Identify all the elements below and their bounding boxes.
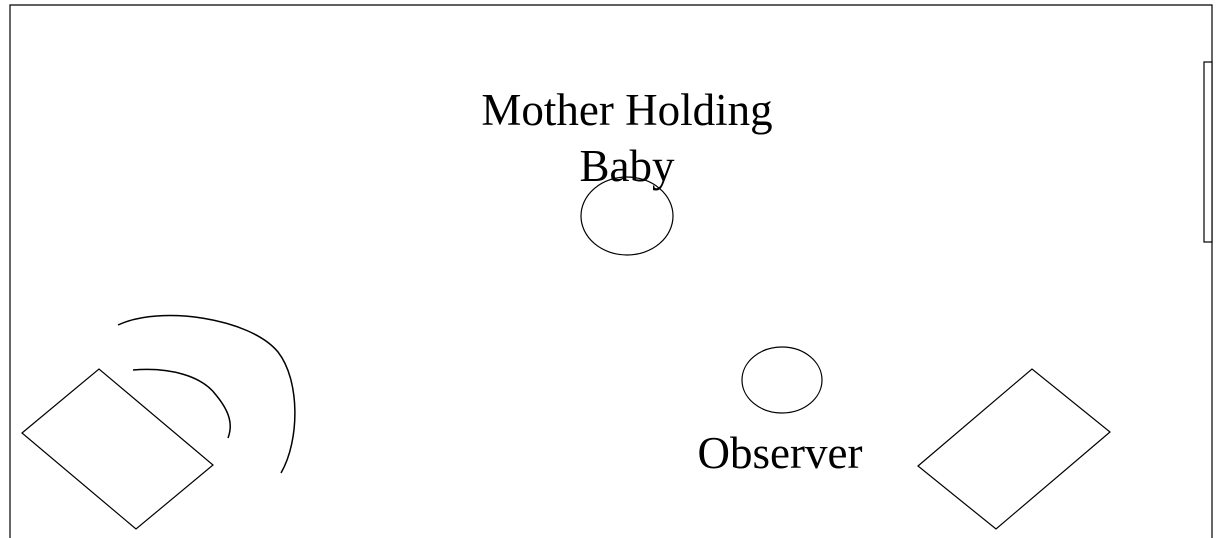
- mother-holding-baby-label-line1: Mother Holding: [481, 85, 773, 135]
- mother-holding-baby-label-line2: Baby: [579, 141, 675, 191]
- sound-wave-inner: [132, 368, 231, 439]
- sound-wave-outer: [117, 314, 296, 474]
- observer-circle: [741, 346, 823, 414]
- observer-label: Observer: [697, 428, 863, 478]
- room-wall: [9, 4, 1213, 538]
- right-speaker: [917, 368, 1111, 530]
- mother-holding-baby-circle: [580, 176, 674, 256]
- left-speaker: [21, 368, 214, 530]
- right-wall-door: [1203, 61, 1213, 243]
